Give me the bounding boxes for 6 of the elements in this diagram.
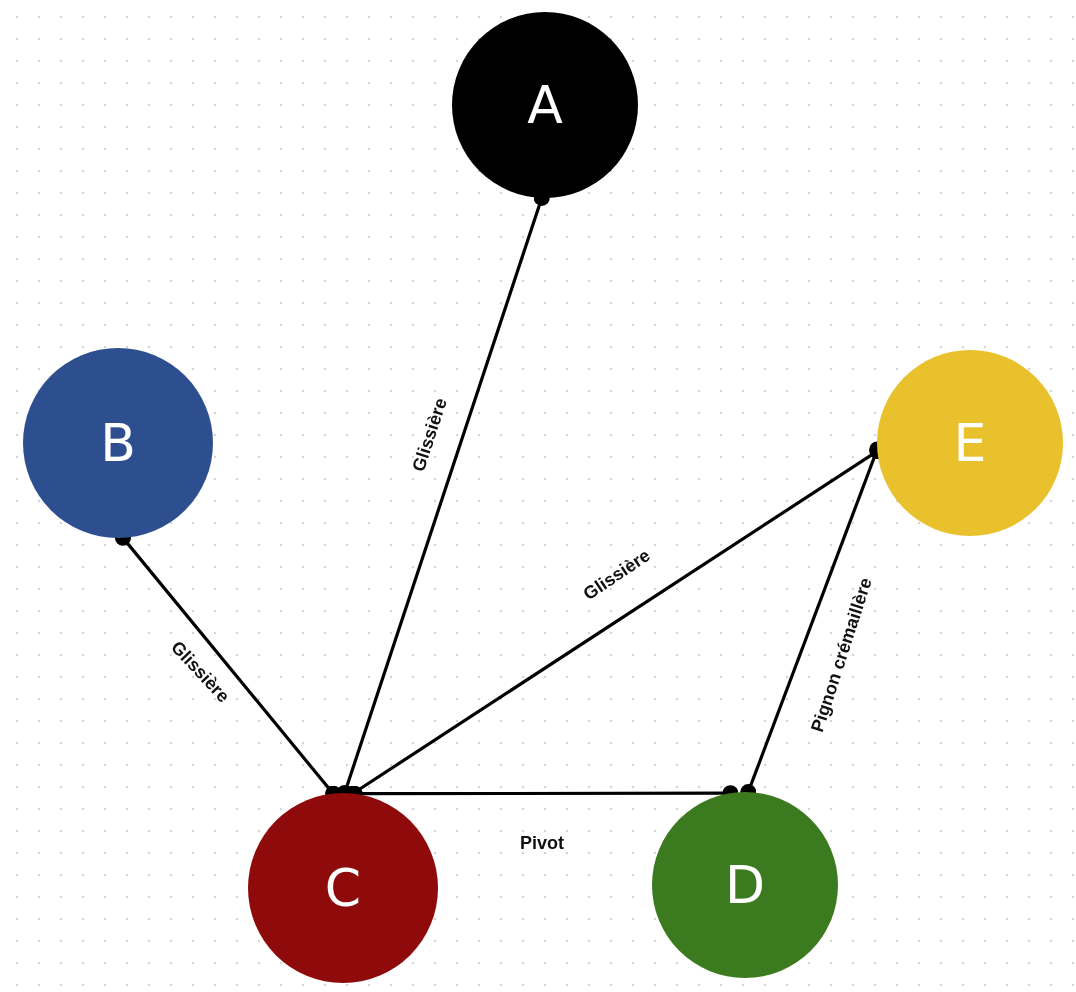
node-label: C (324, 862, 362, 914)
edge-label: Pivot (520, 832, 564, 854)
node-label: A (527, 79, 563, 131)
node-label: D (724, 859, 765, 911)
node-label: E (953, 417, 987, 469)
node-label: B (100, 417, 136, 469)
